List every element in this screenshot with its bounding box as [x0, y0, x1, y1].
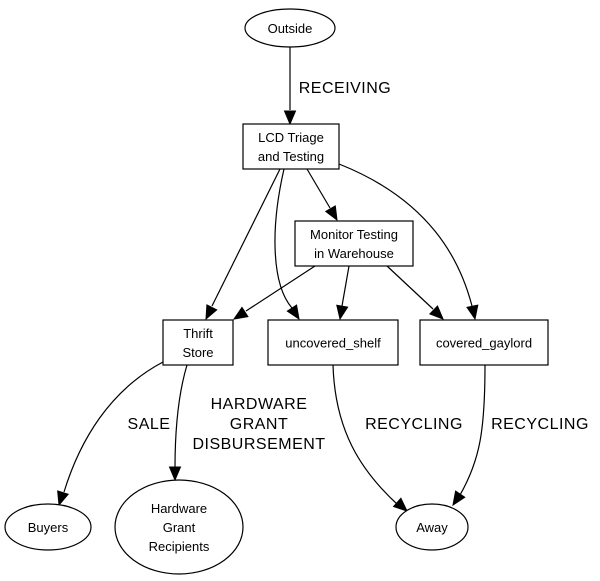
arrowhead-icon	[452, 490, 466, 507]
edge-monitor-to-covered	[386, 265, 444, 320]
node-label: Hardware	[151, 501, 207, 516]
edge-line	[459, 364, 486, 496]
node-label: and Testing	[258, 149, 324, 164]
node-box	[294, 220, 414, 267]
node-away: Away	[395, 503, 469, 551]
arrowhead-icon	[336, 304, 349, 321]
edge-lcd-to-monitor	[306, 168, 338, 222]
node-box	[267, 319, 399, 366]
arrowhead-icon	[283, 110, 297, 126]
node-label: Thrift	[183, 326, 213, 341]
edge-line	[245, 265, 316, 312]
arrowhead-icon	[392, 497, 408, 512]
arrowhead-icon	[324, 205, 338, 222]
node-box	[242, 123, 340, 170]
edge-label-receiving: RECEIVING	[299, 80, 392, 97]
node-ellipse	[114, 479, 244, 575]
edge-label-sale: SALE	[128, 416, 171, 433]
node-box	[419, 319, 549, 366]
edge-line	[211, 168, 281, 307]
node-uncovered: uncovered_shelf	[267, 319, 399, 366]
edge-lcd-to-covered	[338, 163, 479, 321]
node-label: Monitor Testing	[310, 227, 398, 242]
edge-line	[63, 361, 164, 493]
edge-line	[386, 265, 434, 310]
edge-covered-to-away	[452, 364, 486, 507]
arrowhead-icon	[168, 466, 182, 482]
node-label: covered_gaylord	[436, 336, 532, 351]
arrowhead-icon	[232, 306, 249, 320]
node-buyers: Buyers	[4, 503, 92, 551]
edge-label-recycling: RECYCLING	[365, 416, 463, 433]
arrowhead-icon	[57, 490, 70, 507]
arrowhead-icon	[466, 304, 479, 321]
node-ellipse	[244, 8, 336, 48]
edge-monitor-to-uncovered	[336, 265, 350, 321]
arrowhead-icon	[205, 304, 218, 321]
node-box	[162, 319, 234, 366]
edge-label-hardware-grant-disbursement: DISBURSEMENT	[192, 436, 325, 453]
edges-layer	[57, 47, 486, 512]
edge-line	[174, 364, 188, 469]
node-label: Grant	[163, 520, 196, 535]
node-label: Buyers	[28, 520, 69, 535]
node-label: Away	[416, 520, 448, 535]
edge-labels-layer: RECEIVING SALE HARDWARE GRANT DISBURSEMENT RE…	[128, 80, 589, 453]
edge-line	[332, 364, 399, 506]
edge-outside-to-lcd	[283, 47, 297, 126]
edge-lcd-to-thrift	[205, 168, 281, 321]
node-label: in Warehouse	[314, 246, 394, 261]
node-label: Recipients	[149, 539, 210, 554]
edge-thrift-to-hgr	[168, 364, 188, 482]
edge-monitor-to-thrift	[232, 265, 316, 320]
node-outside: Outside	[244, 8, 336, 48]
edge-label-hardware-grant-disbursement: GRANT	[230, 416, 289, 433]
node-label: Outside	[268, 21, 313, 36]
arrowhead-icon	[428, 305, 444, 320]
edge-lcd-to-uncovered	[274, 168, 300, 321]
node-lcd: LCD Triage and Testing	[242, 123, 340, 170]
node-label: Store	[182, 345, 213, 360]
node-monitor: Monitor Testing in Warehouse	[294, 220, 414, 267]
edge-line	[274, 168, 293, 309]
node-ellipse	[4, 503, 92, 551]
edge-line	[341, 265, 350, 307]
edge-label-recycling: RECYCLING	[491, 416, 589, 433]
node-label: LCD Triage	[258, 130, 324, 145]
edge-label-hardware-grant-disbursement: HARDWARE	[211, 396, 308, 413]
node-ellipse	[395, 503, 469, 551]
edge-line	[306, 168, 331, 209]
edge-thrift-to-buyers	[57, 361, 164, 507]
edge-uncovered-to-away	[332, 364, 408, 512]
edge-line	[338, 163, 473, 307]
node-label: uncovered_shelf	[285, 336, 381, 351]
arrowhead-icon	[286, 304, 300, 321]
node-covered: covered_gaylord	[419, 319, 549, 366]
